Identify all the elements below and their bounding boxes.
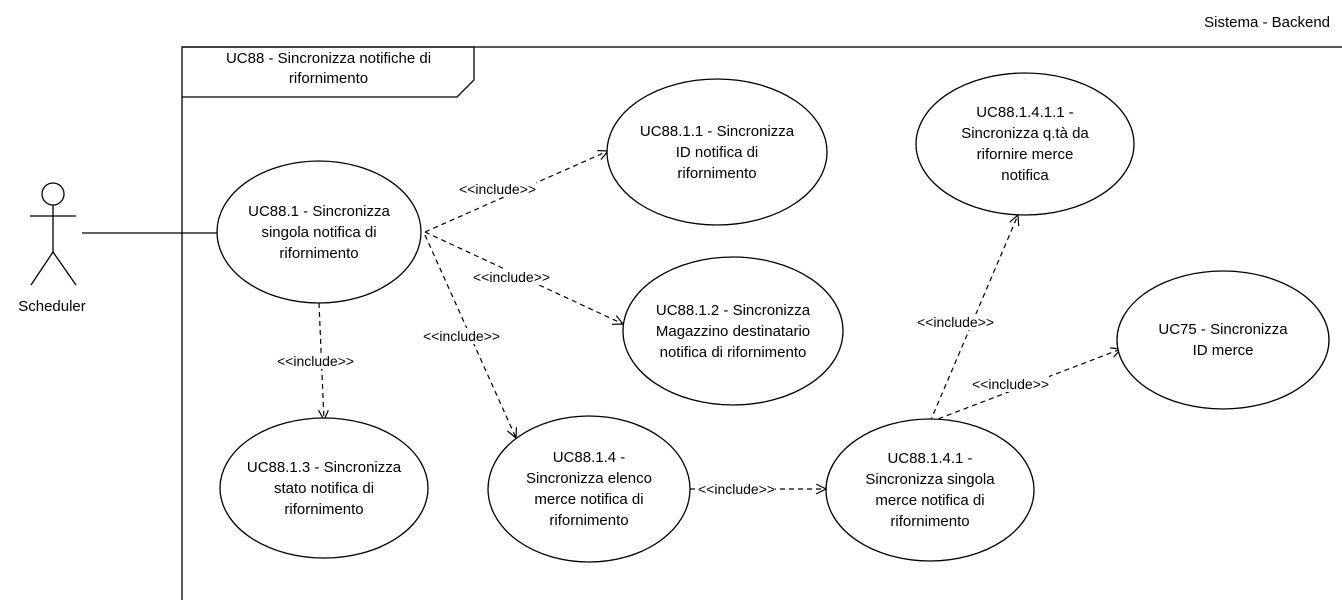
- use-case-text-line: UC88.1.3 - Sincronizza: [246, 458, 402, 476]
- use-case-text-line: notifica: [1001, 167, 1049, 184]
- use-case-text-line: UC88.1.4.1.1 -: [976, 104, 1074, 121]
- use-case-uc88-1-4-ellipse[interactable]: [487, 415, 691, 563]
- use-case-uc88-1-label: UC88.1 - Sincronizza singola notifica di…: [217, 161, 421, 303]
- use-case-uc75-ellipse[interactable]: [1116, 270, 1330, 410]
- use-case-text-line: notifica di rifornimento: [659, 343, 807, 361]
- use-case-text-line: merce notifica di: [875, 492, 985, 509]
- use-case-text-line: UC88.1.2 - Sincronizza: [655, 301, 811, 319]
- include-label: <<include>>: [698, 481, 776, 497]
- frame-title-line: UC88 - Sincronizza notifiche di: [225, 50, 432, 67]
- use-case-text-line: UC88.1.1 - Sincronizza: [639, 122, 795, 140]
- use-case-text-line: ID notifica di: [675, 143, 759, 161]
- use-case-text-line: UC88.1.4.1 -: [887, 450, 973, 467]
- use-case-text-line: Sincronizza singola: [865, 471, 995, 488]
- use-case-text-line: rifornire merce: [976, 146, 1074, 163]
- use-case-uc88-1-2-label: UC88.1.2 - Sincronizza Magazzino destina…: [623, 257, 843, 405]
- use-case-uc88-1-2-ellipse[interactable]: [622, 256, 844, 406]
- use-case-text-line: ID merce: [1192, 342, 1254, 359]
- system-name-label: Sistema - Backend: [1204, 14, 1330, 31]
- use-case-text-line: rifornimento: [279, 244, 359, 262]
- frame-title-line: rifornimento: [288, 70, 369, 87]
- frame-title-tab: [182, 46, 475, 98]
- use-case-uc88-1-1-label: UC88.1.1 - Sincronizza ID notifica di ri…: [607, 79, 827, 225]
- use-case-text-line: rifornimento: [284, 500, 364, 518]
- use-case-text-line: UC75 - Sincronizza: [1158, 321, 1288, 338]
- use-case-uc88-1-4-1-1-ellipse[interactable]: [915, 72, 1135, 216]
- use-case-text-line: UC88.1.4 -: [552, 449, 626, 466]
- use-case-text-line: Sincronizza q.tà da: [961, 125, 1089, 142]
- include-label: <<include>>: [972, 376, 1050, 392]
- include-label: <<include>>: [423, 328, 501, 344]
- use-case-text-line: Magazzino destinatario: [655, 322, 811, 340]
- use-case-text-line: merce notifica di: [534, 491, 644, 508]
- frame-title: UC88 - Sincronizza notifiche di rifornim…: [186, 49, 471, 89]
- use-case-uc88-1-4-1-1-label: UC88.1.4.1.1 - Sincronizza q.tà da rifor…: [916, 73, 1134, 215]
- use-case-uc88-1-ellipse[interactable]: [216, 160, 422, 304]
- use-case-text-line: Sincronizza elenco: [526, 470, 652, 487]
- include-label: <<include>>: [459, 181, 537, 197]
- use-case-uc88-1-3-ellipse[interactable]: [219, 417, 429, 559]
- use-case-text-line: singola notifica di: [261, 223, 377, 241]
- use-case-uc88-1-4-1-ellipse[interactable]: [825, 418, 1035, 562]
- include-label: <<include>>: [473, 269, 551, 285]
- use-case-uc75-label: UC75 - Sincronizza ID merce: [1117, 271, 1329, 409]
- include-label: <<include>>: [277, 353, 355, 369]
- use-case-uc88-1-3-label: UC88.1.3 - Sincronizza stato notifica di…: [220, 418, 428, 558]
- actor-figure[interactable]: [30, 182, 77, 286]
- use-case-uc88-1-1-ellipse[interactable]: [606, 78, 828, 226]
- use-case-text-line: UC88.1 - Sincronizza: [248, 202, 390, 220]
- use-case-uc88-1-4-label: UC88.1.4 - Sincronizza elenco merce noti…: [488, 416, 690, 562]
- use-case-text-line: rifornimento: [890, 513, 970, 530]
- use-case-text-line: rifornimento: [677, 164, 757, 182]
- include-label: <<include>>: [917, 314, 995, 330]
- actor-name-label: Scheduler: [18, 298, 86, 315]
- use-case-uc88-1-4-1-label: UC88.1.4.1 - Sincronizza singola merce n…: [826, 419, 1034, 561]
- system-boundary-frame: [181, 46, 1342, 600]
- use-case-text-line: stato notifica di: [273, 479, 375, 497]
- use-case-text-line: rifornimento: [549, 512, 629, 529]
